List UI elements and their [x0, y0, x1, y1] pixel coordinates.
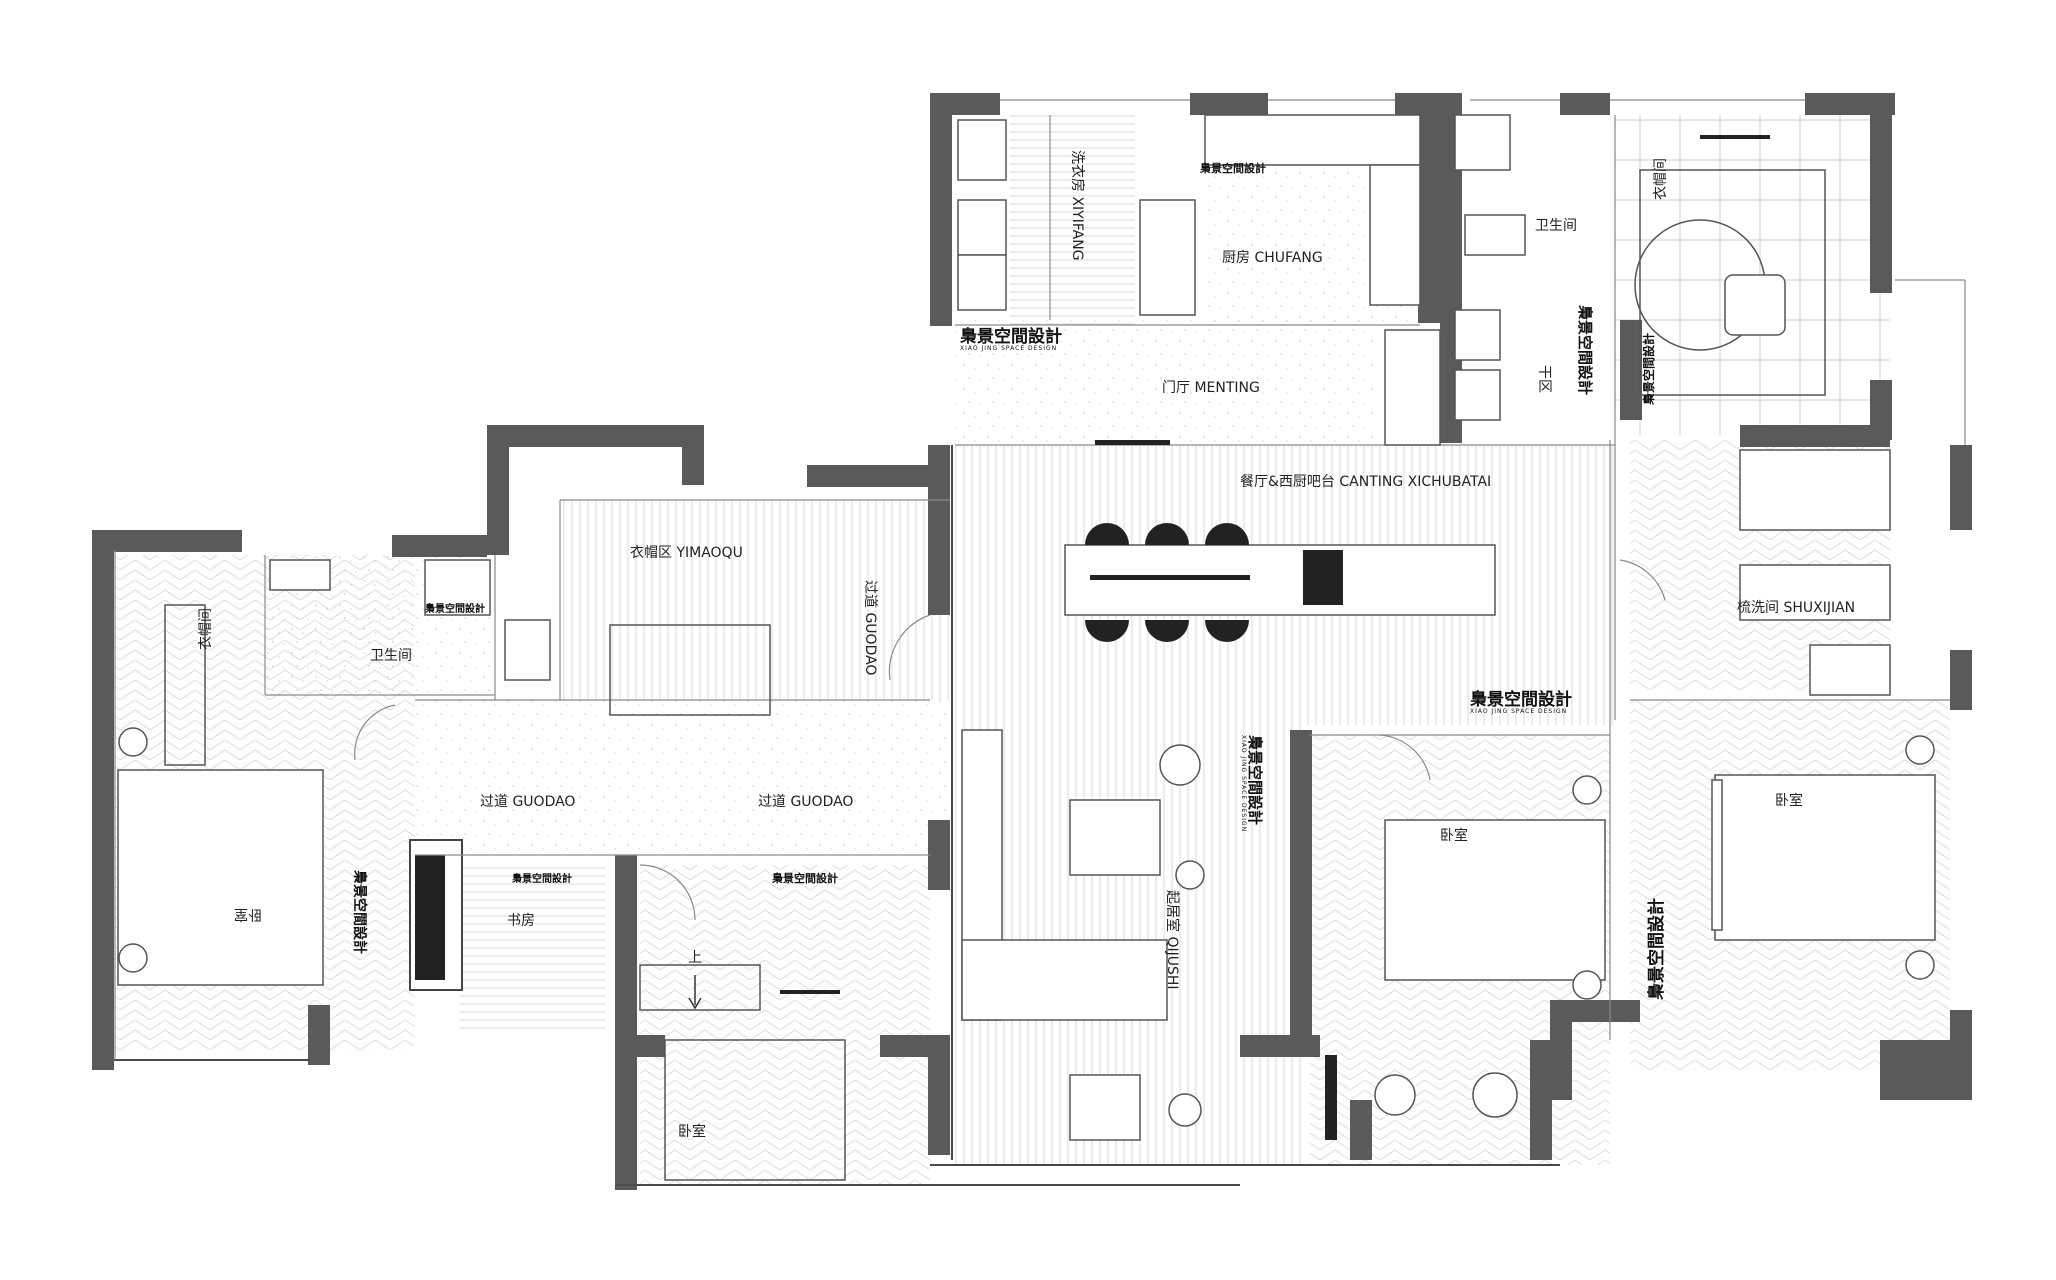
brand-watermarks: 梟景空間設計 XIAO JING SPACE DESIGN 梟景空間設計 XIA… [351, 161, 1667, 1001]
bedroom-bottom-label: 卧室 [678, 1123, 706, 1140]
vanity-label: 梳洗间 SHUXIJIAN [1737, 600, 1855, 616]
brand-mark: 梟景空間設計 [1646, 898, 1667, 1001]
corridor-left-label: 过道 GUODAO [480, 794, 575, 810]
closet-right-label: 衣帽间 [1653, 158, 1669, 200]
brand-mark: 梟景空間設計 [1576, 304, 1594, 395]
svg-text:梟景空間設計: 梟景空間設計 [1646, 898, 1667, 1001]
dry-zone-label: 干区 [1536, 365, 1552, 393]
brand-mark: 梟景空間設計 XIAO JING SPACE DESIGN [959, 326, 1062, 352]
svg-text:XIAO JING SPACE DESIGN: XIAO JING SPACE DESIGN [1470, 708, 1567, 715]
bedroom-right-label: 卧室 [1775, 792, 1803, 809]
brand-mark: 梟景空間設計 XIAO JING SPACE DESIGN [1469, 689, 1572, 715]
stair-up-label: 上 [688, 950, 702, 966]
bath-top-label: 卫生间 [1535, 218, 1577, 234]
svg-text:XIAO JING SPACE DESIGN: XIAO JING SPACE DESIGN [1240, 735, 1247, 832]
wardrobe-area-label: 衣帽区 YIMAOQU [630, 545, 743, 561]
brand-mark: 梟景空間設計 [771, 871, 838, 885]
bath-left-label: 卫生间 [370, 648, 412, 664]
living-label: 起居室 QIJUSHI [1164, 890, 1181, 990]
corridor-vertical-label: 过道 GUODAO [862, 580, 878, 675]
bedroom-left-label: 卧室 [234, 906, 262, 923]
svg-text:梟景空間設計: 梟景空間設計 [771, 871, 838, 885]
brand-mark: 梟景空間設計 [1641, 333, 1656, 406]
brand-mark: 梟景空間設計 [424, 602, 485, 615]
bedroom-center-label: 卧室 [1440, 827, 1468, 844]
svg-text:梟景空間設計: 梟景空間設計 [1246, 734, 1264, 825]
svg-text:梟景空間設計: 梟景空間設計 [424, 602, 485, 615]
closet-left-label: 衣帽间 [198, 608, 214, 650]
foyer-label: 门厅 MENTING [1162, 380, 1260, 396]
furniture [117, 114, 1936, 1181]
study-label: 书房 [507, 913, 535, 929]
svg-text:梟景空間設計: 梟景空間設計 [959, 326, 1062, 347]
walls [92, 93, 1972, 1190]
brand-mark: 梟景空間設計 [511, 872, 572, 885]
door-swings [354, 559, 1666, 921]
dining-label: 餐厅&西厨吧台 CANTING XICHUBATAI [1240, 474, 1491, 490]
kitchen-label: 厨房 CHUFANG [1222, 250, 1323, 266]
svg-text:梟景空間設計: 梟景空間設計 [1641, 333, 1656, 406]
svg-text:梟景空間設計: 梟景空間設計 [1469, 689, 1572, 710]
svg-text:梟景空間設計: 梟景空間設計 [511, 872, 572, 885]
corridor-mid-label: 过道 GUODAO [758, 794, 853, 810]
svg-text:梟景空間設計: 梟景空間設計 [351, 869, 368, 954]
brand-mark: 梟景空間設計 XIAO JING SPACE DESIGN [1240, 734, 1264, 832]
svg-text:XIAO JING SPACE DESIGN: XIAO JING SPACE DESIGN [960, 345, 1057, 352]
svg-text:梟景空間設計: 梟景空間設計 [1576, 304, 1594, 395]
wall-outlines [114, 99, 1966, 1186]
laundry-label: 洗衣房 XIYIFANG [1069, 150, 1085, 261]
room-labels: 洗衣房 XIYIFANG 厨房 CHUFANG 卫生间 干区 衣帽间 门厅 ME… [198, 150, 1855, 1140]
brand-mark: 梟景空間設計 [351, 869, 368, 954]
stair-arrow-icon [688, 975, 702, 1010]
svg-text:梟景空間設計: 梟景空間設計 [1199, 161, 1266, 175]
brand-mark: 梟景空間設計 [1199, 161, 1266, 175]
